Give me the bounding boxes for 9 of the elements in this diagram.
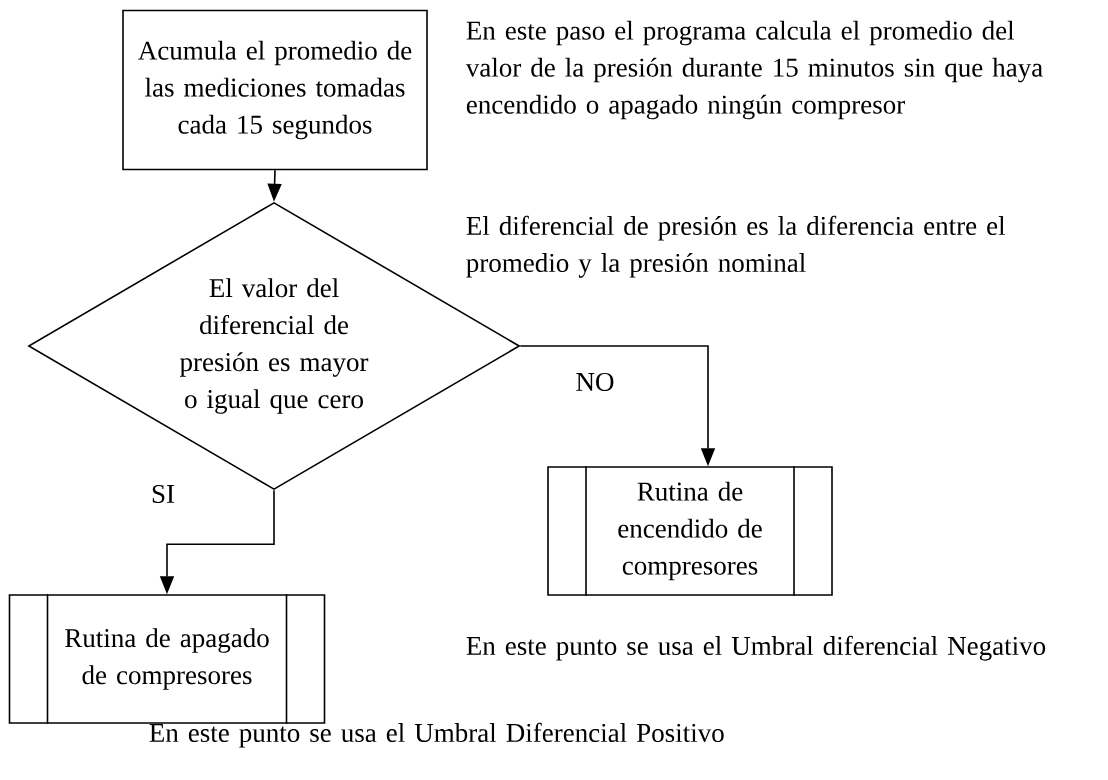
process-box: Acumula el promedio de las mediciones tomadas cada 15 segundos	[122, 9, 428, 171]
note-text: En este paso el programa calcula el promedio del valor de la presión durante 15 minutos sin que haya encendido o apagado ningún compresor	[465, 20, 1043, 120]
subroutine-box: Rutina de encendido de compresores	[547, 465, 833, 597]
subroutine-box: Rutina de apagado de compresores	[8, 593, 326, 725]
note-text: En este punto se usa el Umbral Diferencial Positivo	[149, 722, 724, 748]
note-text: El diferencial de presión es la diferencia entre el promedio y la presión nominal	[466, 215, 1006, 278]
edge-label: NO	[573, 370, 617, 394]
edge-label: SI	[149, 482, 177, 506]
note-text: En este punto se usa el Umbral diferencial Negativo	[466, 635, 1046, 661]
